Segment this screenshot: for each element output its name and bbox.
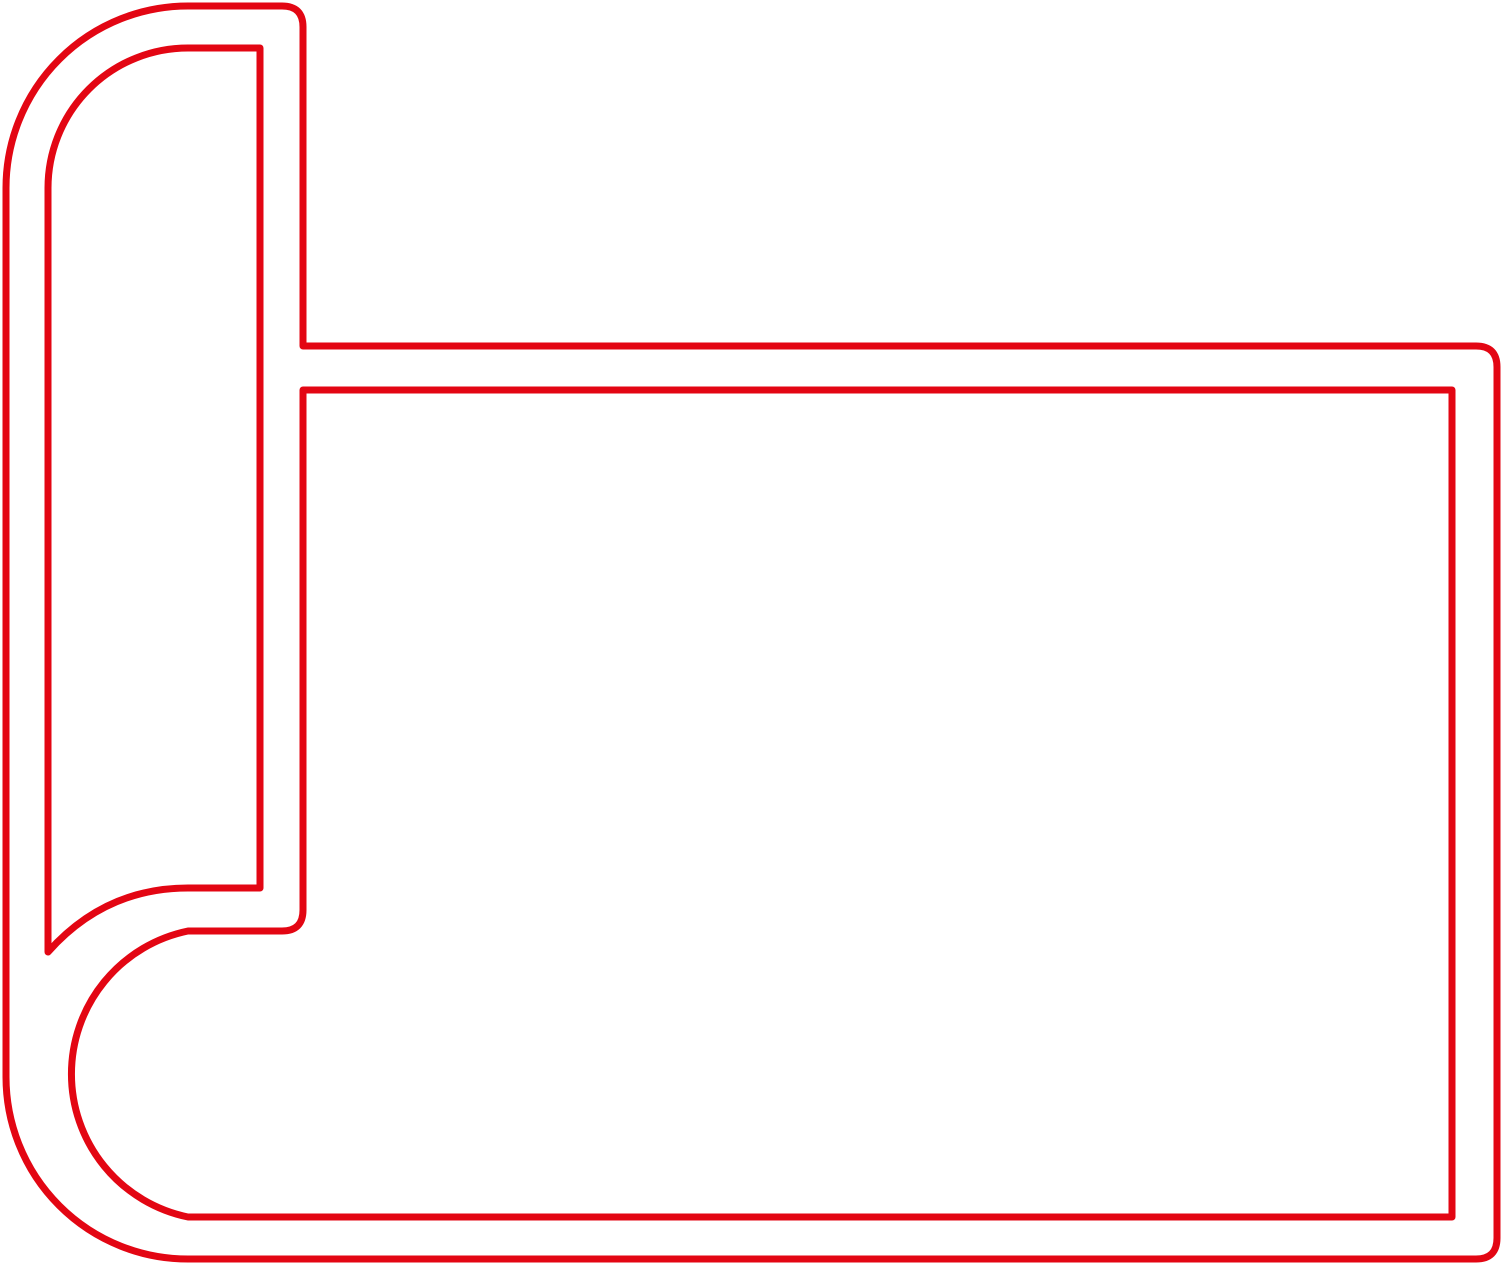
scroll-bottom-curl xyxy=(67,386,1456,1221)
scroll-roll-flap xyxy=(44,44,264,956)
